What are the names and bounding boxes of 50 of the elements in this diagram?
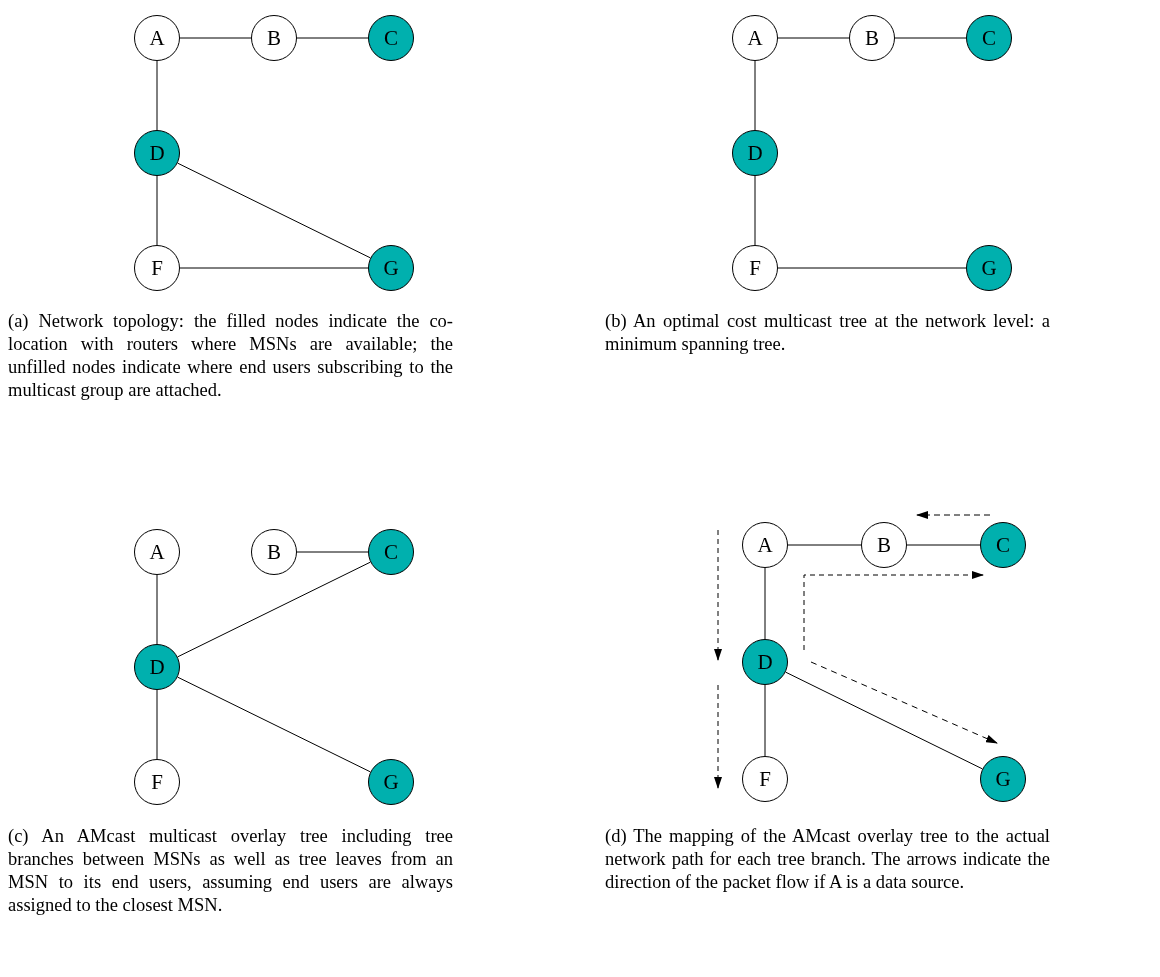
connector-line <box>894 37 967 39</box>
network-node: B <box>251 15 297 61</box>
connector-line <box>777 267 967 269</box>
connector-line <box>179 267 369 269</box>
network-node: F <box>134 759 180 805</box>
network-node: G <box>980 756 1026 802</box>
network-node: A <box>134 529 180 575</box>
connector-line <box>177 561 371 658</box>
figure-caption: (d) The mapping of the AMcast overlay tree to the actual network path for each tree branch. The arrows indicate the direction of the packet flow if A is a data source. <box>605 825 1050 894</box>
connector-line <box>764 567 766 640</box>
figure-caption: (a) Network topology: the filled nodes indicate the co-location with routers where MSNs are available; the unfilled nodes indicate where end users subscribing to the multicast group are attached. <box>8 310 453 402</box>
network-node: F <box>732 245 778 291</box>
figure-caption: (c) An AMcast multicast overlay tree including tree branches between MSNs as well as tree leaves from an MSN to its end users, assuming end users are always assigned to the closest MSN. <box>8 825 453 917</box>
network-node: B <box>861 522 907 568</box>
connector-line <box>906 544 981 546</box>
connector-line <box>156 60 158 131</box>
connector-line <box>177 676 371 773</box>
connector-line <box>785 671 983 770</box>
network-node: A <box>134 15 180 61</box>
network-node: C <box>980 522 1026 568</box>
network-node: F <box>134 245 180 291</box>
network-node: G <box>368 759 414 805</box>
network-node: B <box>849 15 895 61</box>
network-node: D <box>134 644 180 690</box>
network-node: C <box>368 15 414 61</box>
network-node: B <box>251 529 297 575</box>
connector-line <box>296 37 369 39</box>
network-node: F <box>742 756 788 802</box>
network-node: G <box>966 245 1012 291</box>
connector-line <box>754 175 756 246</box>
network-node: A <box>742 522 788 568</box>
connector-line <box>156 689 158 760</box>
connector-line <box>156 574 158 645</box>
figure-caption: (b) An optimal cost multicast tree at the network level: a minimum spanning tree. <box>605 310 1050 356</box>
network-node: C <box>966 15 1012 61</box>
connector-line <box>177 162 371 259</box>
connector-line <box>764 684 766 757</box>
connector-line <box>179 37 252 39</box>
connector-line <box>916 511 991 519</box>
connector-line <box>156 175 158 246</box>
connector-line <box>754 60 756 131</box>
network-node: D <box>732 130 778 176</box>
connector-line <box>787 544 862 546</box>
network-node: D <box>742 639 788 685</box>
connector-line <box>296 551 369 553</box>
network-node: C <box>368 529 414 575</box>
network-node: D <box>134 130 180 176</box>
network-node: G <box>368 245 414 291</box>
connector-line <box>777 37 850 39</box>
network-node: A <box>732 15 778 61</box>
